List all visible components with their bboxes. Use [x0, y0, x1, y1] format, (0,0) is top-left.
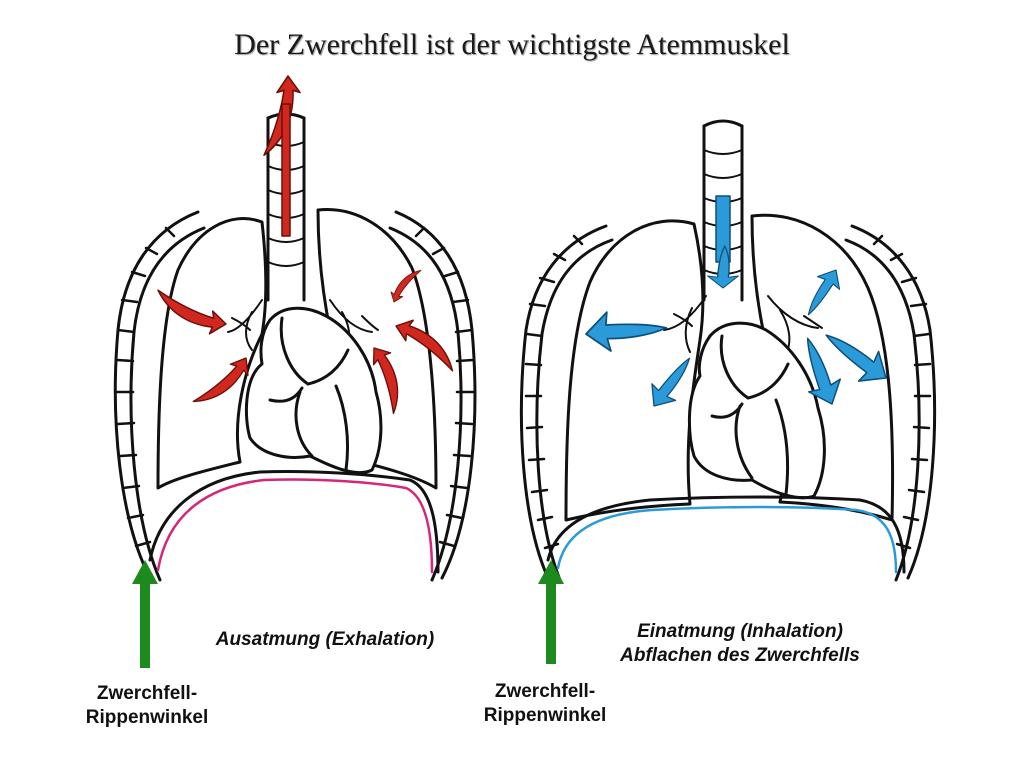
- angle-arrow-right-icon: [538, 560, 564, 664]
- exhalation-figure: [113, 75, 477, 582]
- diaphragm-inhalation: [556, 505, 898, 574]
- airflow-arrow-icon: [152, 75, 465, 420]
- exhalation-caption: Ausatmung (Exhalation): [215, 629, 435, 650]
- page-title: Der Zwerchfell ist der wichtigste Atemmu…: [234, 28, 790, 61]
- angle-arrow-left-icon: [132, 560, 158, 668]
- diaphragm-exhalation: [156, 478, 434, 574]
- angle-indicator-arrows: [132, 560, 564, 668]
- inhalation-figure: [519, 119, 937, 582]
- heart-outline-icon: [687, 321, 826, 500]
- heart-outline-icon: [244, 306, 383, 475]
- exhalation-angle-label: Zwerchfell- Rippenwinkel: [85, 683, 209, 728]
- airflow-arrow-icon: [583, 195, 897, 415]
- ribcage-outline-icon: [113, 210, 477, 582]
- inhalation-angle-label: Zwerchfell- Rippenwinkel: [483, 681, 607, 726]
- ribcage-outline-icon: [519, 224, 937, 582]
- inhalation-caption: Einatmung (Inhalation) Abflachen des Zwe…: [620, 621, 860, 666]
